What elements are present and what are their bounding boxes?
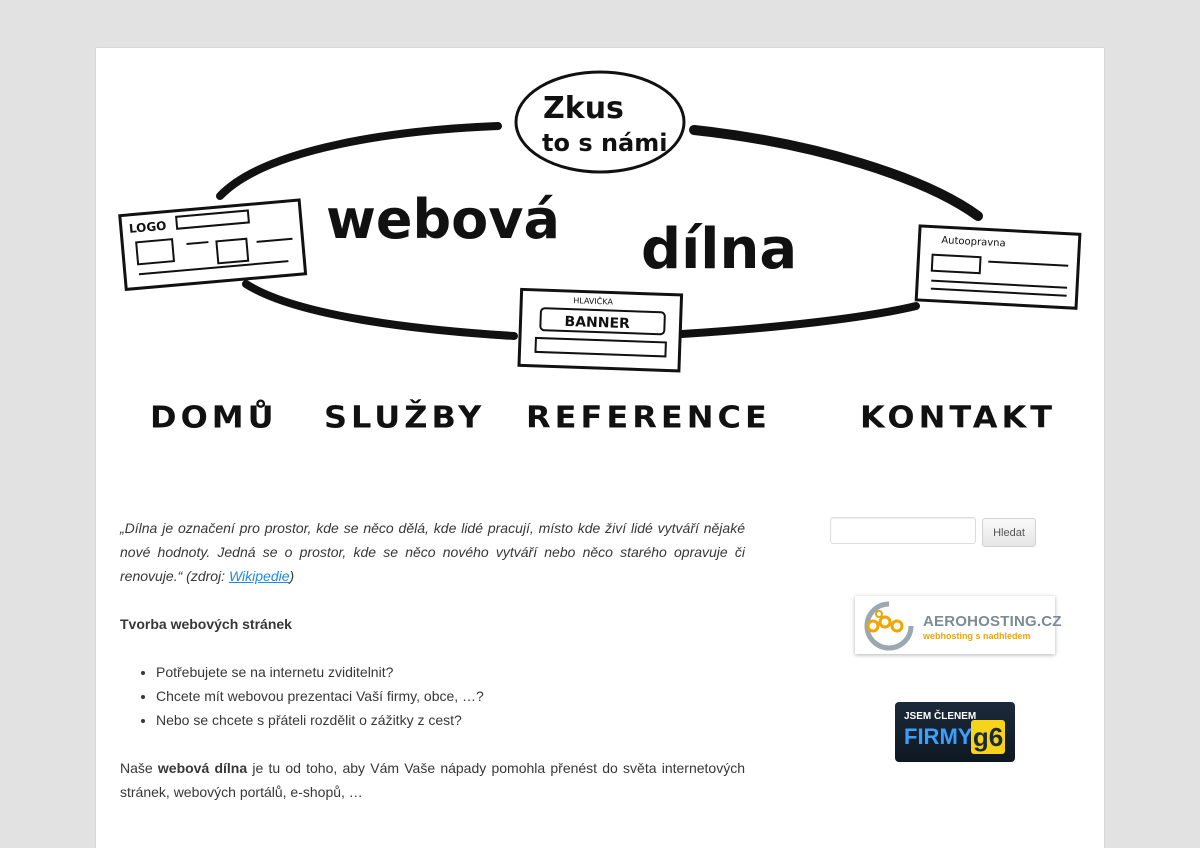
para-start: Naše (120, 760, 158, 776)
bubble-line1: Zkus (543, 91, 624, 126)
bubble-line2: to s námi (542, 129, 667, 157)
list-item: Nebo se chcete s přáteli rozdělit o záži… (156, 708, 745, 732)
aerohosting-brand: AEROHOSTING.CZ (923, 613, 1062, 630)
title-word1: webová (326, 188, 560, 251)
list-item: Potřebujete se na internetu zviditelnit? (156, 660, 745, 684)
sketch-right: Autoopravna (941, 235, 1006, 249)
search-input[interactable] (830, 517, 976, 544)
intro-paragraph: Naše webová dílna je tu od toho, aby Vám… (120, 756, 745, 804)
wikipedie-link[interactable]: Wikipedie (228, 568, 290, 584)
main-content: „Dílna je označení pro prostor, kde se n… (120, 516, 745, 828)
aerohosting-logo-icon (864, 601, 914, 651)
quote-source-prefix: (zdroj: (182, 568, 229, 584)
section-heading: Tvorba webových stránek (120, 616, 292, 632)
header-banner[interactable]: Zkus to s námi webová dílna LOGO HLAVIČK… (96, 48, 1104, 388)
nav-item-reference[interactable]: REFERENCE (526, 398, 771, 436)
nav-item-sluzby[interactable]: SLUŽBY (324, 398, 486, 436)
quote-paragraph: „Dílna je označení pro prostor, kde se n… (120, 516, 745, 588)
list-item: Chcete mít webovou prezentaci Vaší firmy… (156, 684, 745, 708)
main-navigation: DOMŮ SLUŽBY REFERENCE KONTAKT (96, 388, 1104, 448)
search-button[interactable]: Hledat (982, 518, 1036, 547)
sketch-logo: LOGO (128, 219, 167, 236)
title-word2: dílna (641, 217, 797, 282)
nav-item-domu[interactable]: DOMŮ (150, 398, 278, 436)
aerohosting-banner[interactable]: AEROHOSTING.CZ webhosting s nadhledem (855, 596, 1061, 654)
question-list: Potřebujete se na internetu zviditelnit?… (120, 660, 745, 732)
nav-item-kontakt[interactable]: KONTAKT (860, 398, 1057, 436)
g6-logo-icon: g6 (971, 720, 1005, 754)
quote-source-suffix: ) (289, 568, 295, 584)
para-end: je tu od toho, aby Vám Vaše nápady pomoh… (120, 760, 745, 800)
page-container: Zkus to s námi webová dílna LOGO HLAVIČK… (96, 48, 1104, 848)
g6-line1: JSEM ČLENEM (904, 711, 977, 722)
firmy-g6-badge[interactable]: JSEM ČLENEM FIRMY g6 (895, 702, 1015, 762)
header-sketch-icon: Zkus to s námi webová dílna LOGO HLAVIČK… (118, 70, 1082, 373)
sketch-banner: BANNER (564, 314, 630, 332)
sketch-banner-top: HLAVIČKA (573, 294, 614, 306)
quote-text: „Dílna je označení pro prostor, kde se n… (120, 520, 745, 584)
aerohosting-tagline: webhosting s nadhledem (923, 631, 1031, 641)
para-bold: webová dílna (157, 760, 248, 776)
g6-line2: FIRMY (904, 724, 973, 749)
